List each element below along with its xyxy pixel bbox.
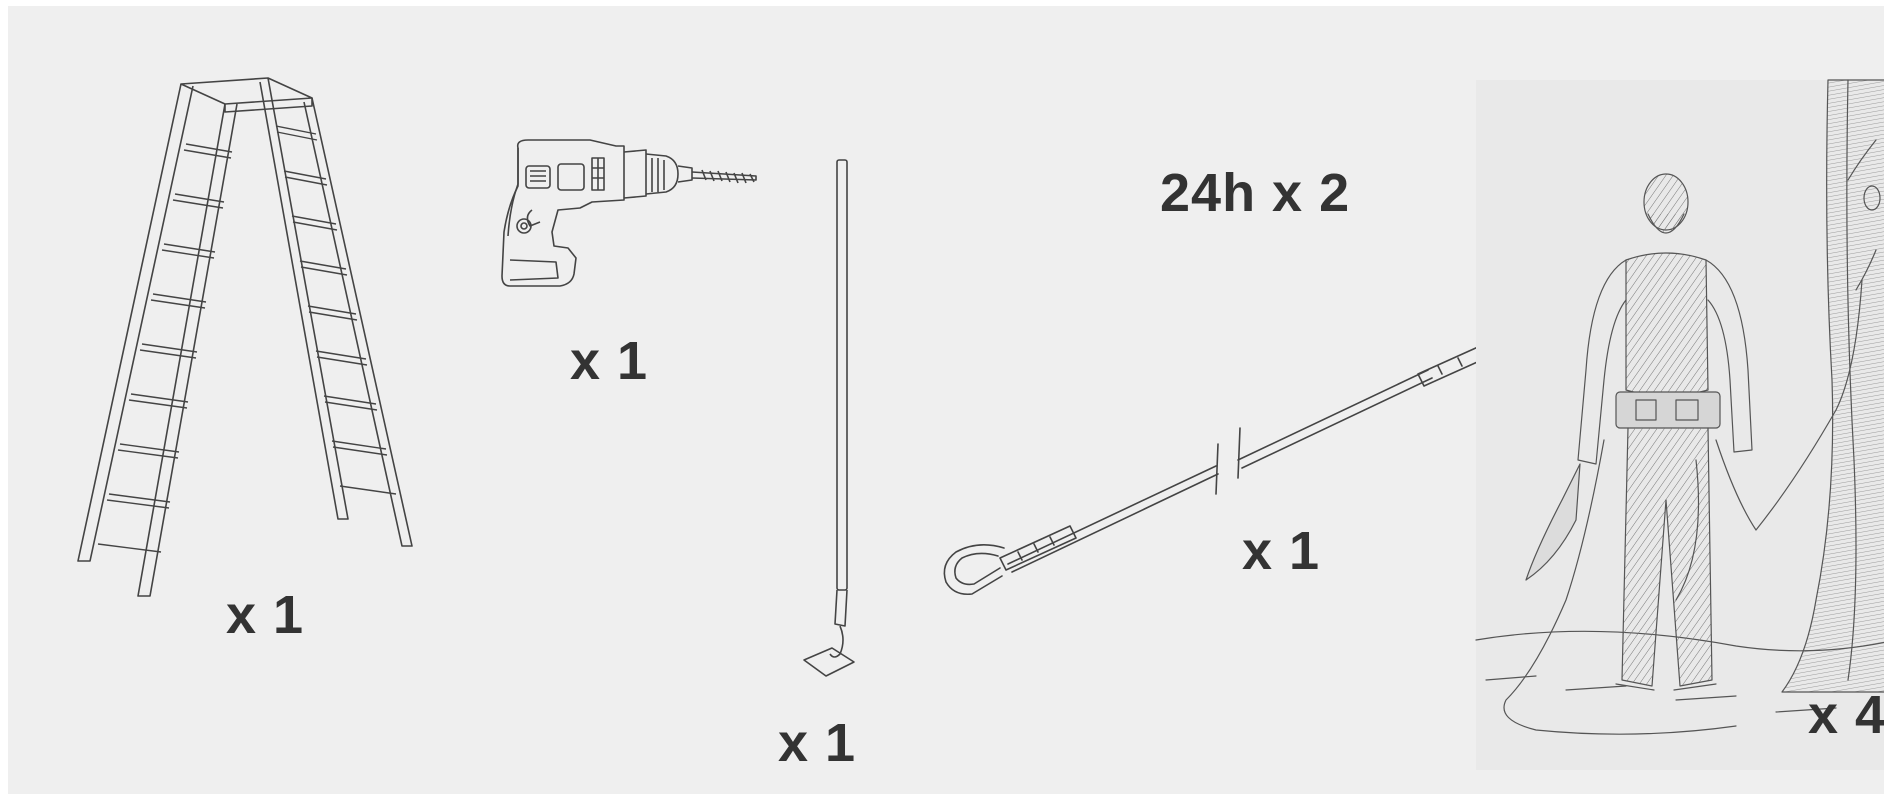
engraving-quantity: x 4	[1808, 685, 1884, 745]
ladder-icon	[78, 76, 438, 606]
drill-icon	[496, 136, 776, 316]
drill-quantity: x 1	[570, 331, 649, 391]
hoe-quantity: x 1	[778, 713, 857, 773]
duration-label: 24h x 2	[1160, 163, 1351, 223]
tools-panel: x 1 x 1	[8, 6, 1884, 794]
lanyard-quantity: x 1	[1242, 521, 1321, 581]
engraving-man-icon	[1476, 80, 1884, 770]
ladder-quantity: x 1	[226, 585, 305, 645]
hoe-icon	[794, 156, 874, 686]
